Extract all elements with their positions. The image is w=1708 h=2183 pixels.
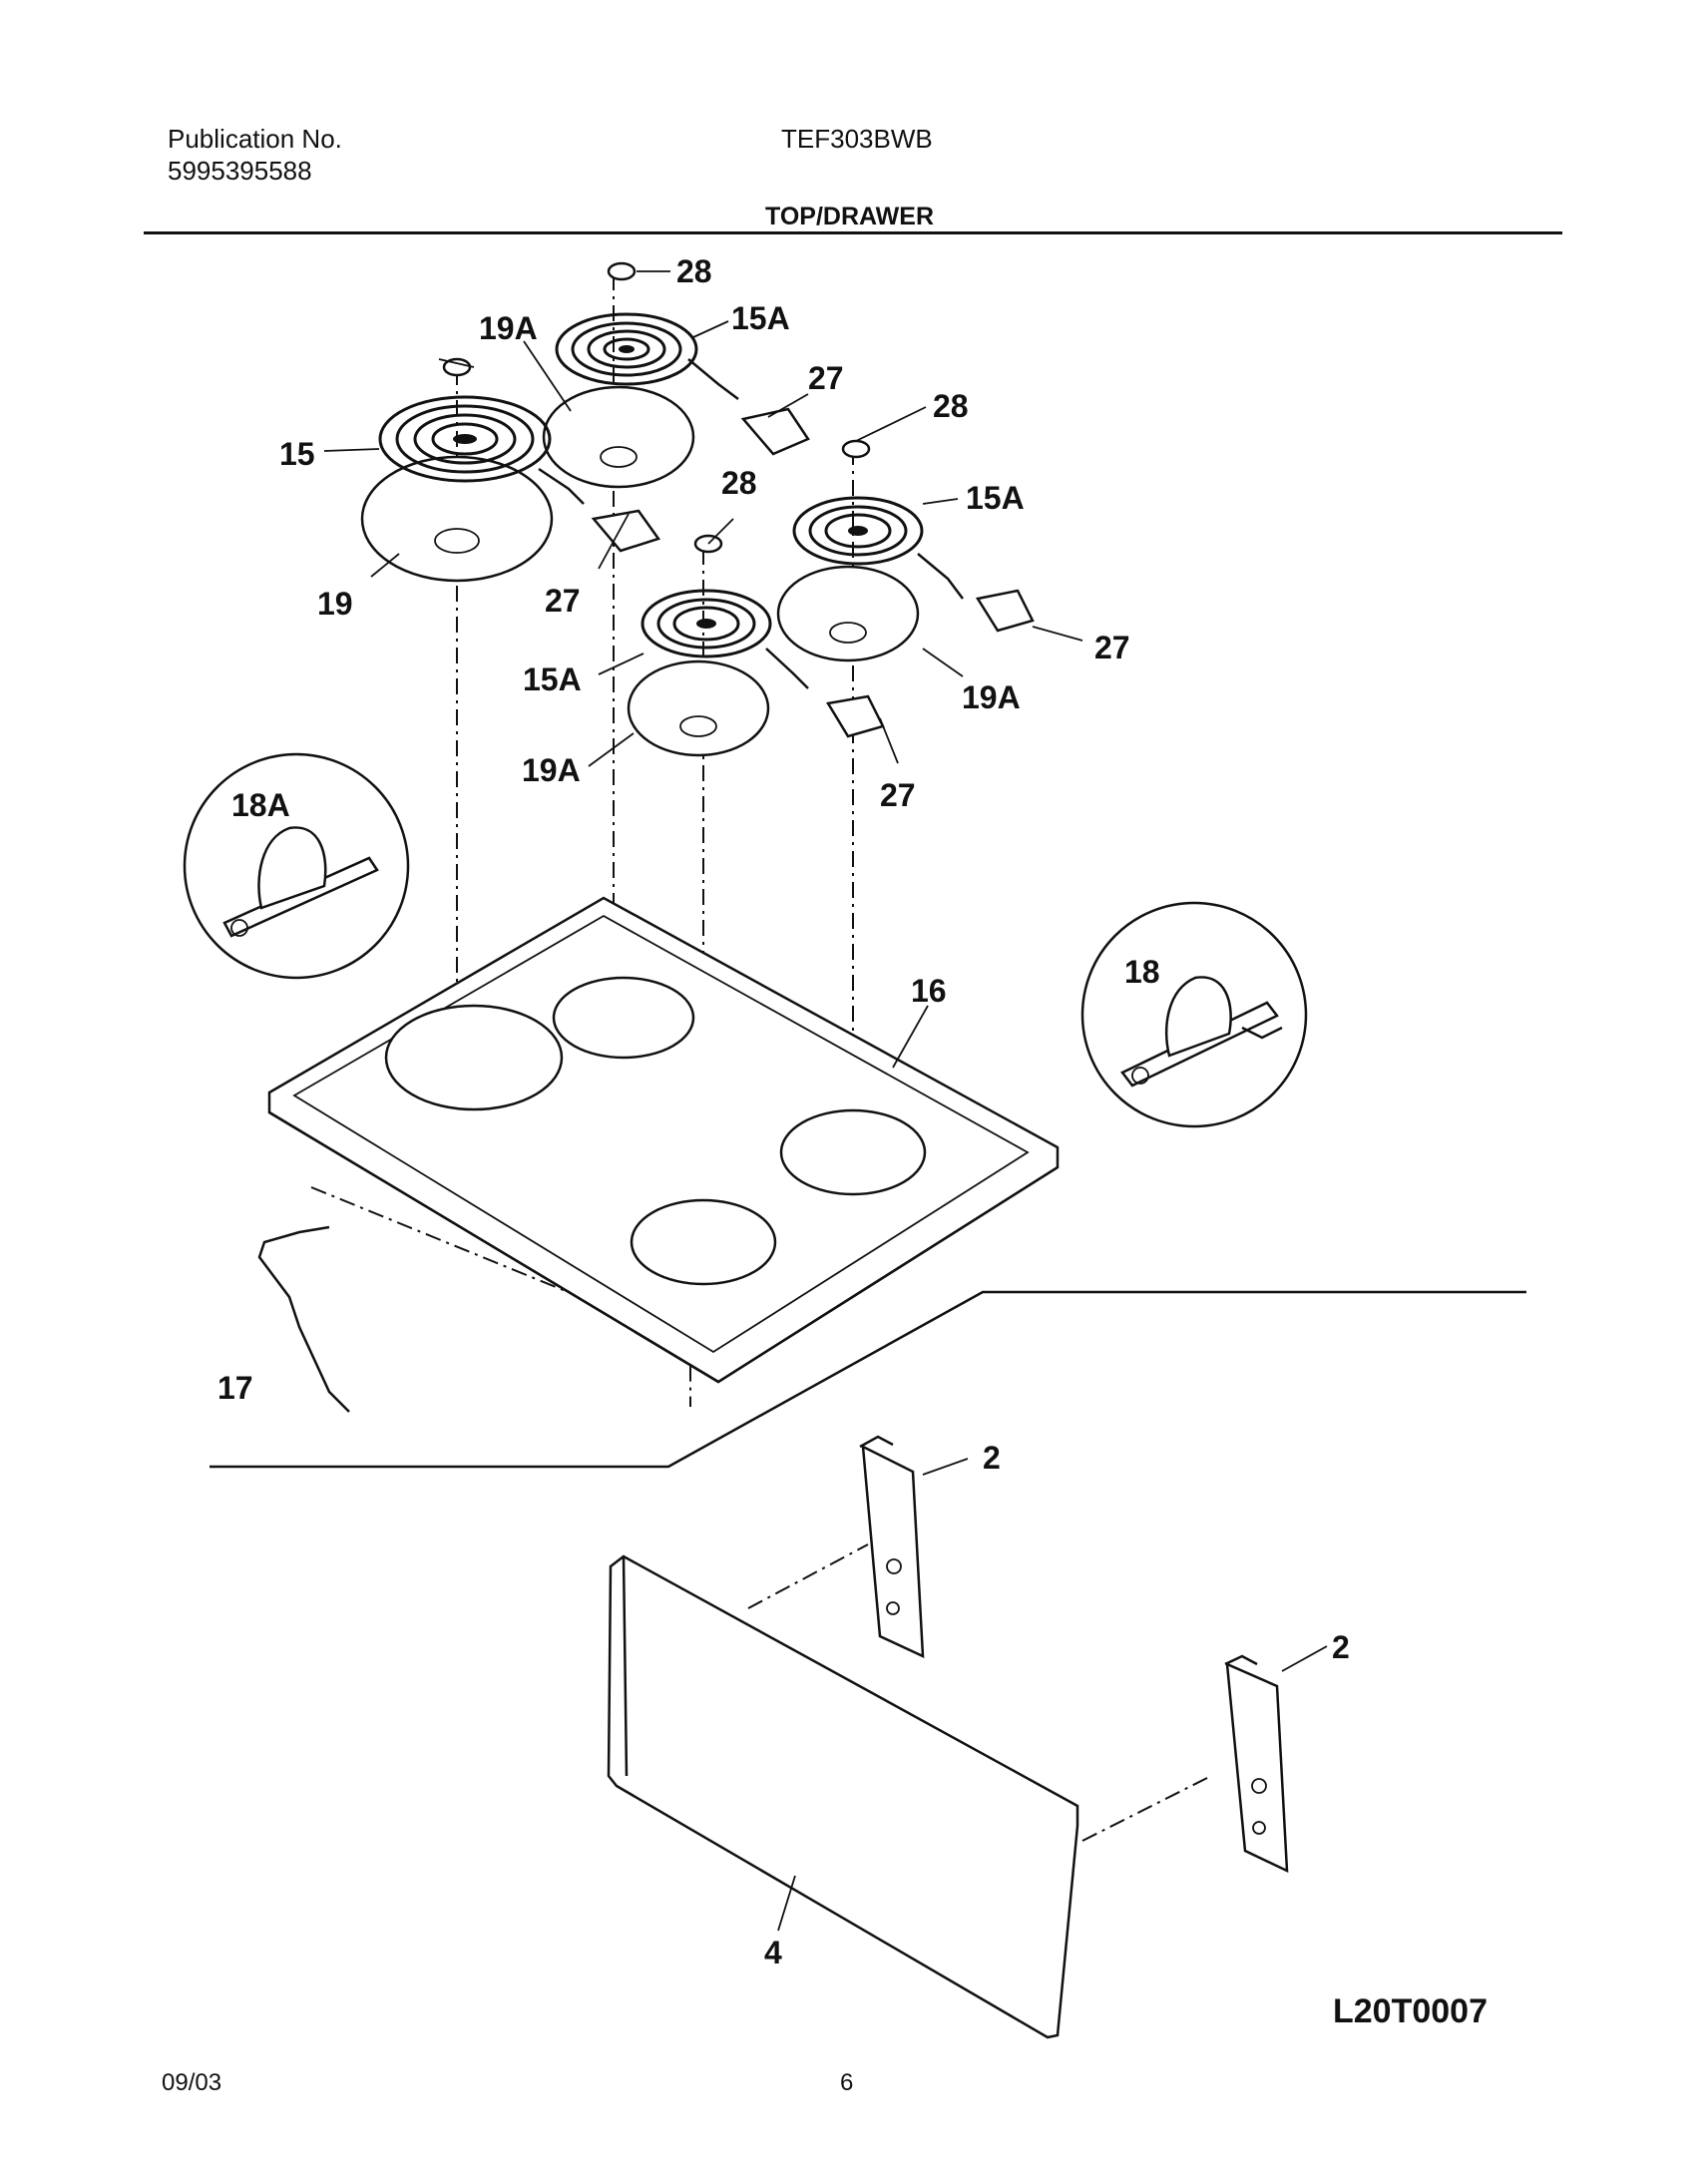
callout-28: 28 [933,388,969,424]
drawer-bracket-2 [1224,1654,1289,1874]
callout-15a: 15A [731,300,790,336]
callout-15: 15 [279,436,315,472]
footer-date: 09/03 [162,2069,222,2096]
button-28 [607,261,637,281]
callout-27: 27 [545,583,581,619]
button-28 [841,439,871,459]
element-15a [792,496,924,566]
cooktop-16 [267,896,1060,1384]
callout-27: 27 [880,777,916,813]
section-title: TOP/DRAWER [765,203,934,230]
callout-18a: 18A [231,787,290,823]
terminal-block-27 [740,407,810,456]
callout-16: 16 [911,973,947,1009]
element-15a [555,312,698,386]
drip-bowl-19a [776,565,920,662]
callout-17: 17 [217,1370,253,1406]
leader-lines [323,270,1328,1932]
drip-bowl-19 [360,455,554,583]
callout-19a: 19A [522,752,581,788]
drip-bowl-19a [542,385,695,489]
drawer-panel-4 [607,1554,1079,2039]
separator-line [210,1290,1526,1469]
callout-19a: 19A [962,679,1021,715]
surface-unit-front-right [627,534,885,757]
callout-28: 28 [676,253,712,289]
callout-2: 2 [1332,1629,1350,1665]
burner-opening [384,1004,564,1111]
surface-unit-front-left [360,357,661,583]
terminal-block-27 [591,509,661,553]
callout-19: 19 [317,586,353,622]
callout-15a: 15A [523,661,582,697]
callout-27: 27 [808,360,844,396]
callout-15a: 15A [966,480,1025,516]
page-number: 6 [840,2069,854,2096]
detail-18a [183,752,410,980]
callout-4: 4 [764,1935,782,1970]
terminal-block-27 [975,589,1035,633]
burner-opening [779,1108,927,1196]
burner-opening [552,976,695,1060]
surface-unit-back-right [776,439,1035,662]
support-rod-17 [257,1225,350,1413]
callout-18: 18 [1124,954,1160,990]
publication-label: Publication No. [168,124,342,154]
drawer-bracket-2 [859,1435,925,1659]
drip-bowl-19a [627,659,770,757]
burner-opening [630,1198,777,1286]
surface-unit-back-left [542,261,810,489]
header-rule [144,231,1562,234]
callout-2: 2 [983,1440,1001,1476]
publication-number: 5995395588 [168,156,312,186]
terminal-block-27 [825,694,885,738]
diagram-id: L20T0007 [1333,1992,1488,2030]
callout-19a: 19A [479,310,538,346]
element-15 [378,395,552,483]
element-15a [640,589,772,658]
callout-28: 28 [721,465,757,501]
detail-18 [1080,901,1308,1128]
callout-27: 27 [1094,630,1130,665]
model-number: TEF303BWB [781,124,933,154]
